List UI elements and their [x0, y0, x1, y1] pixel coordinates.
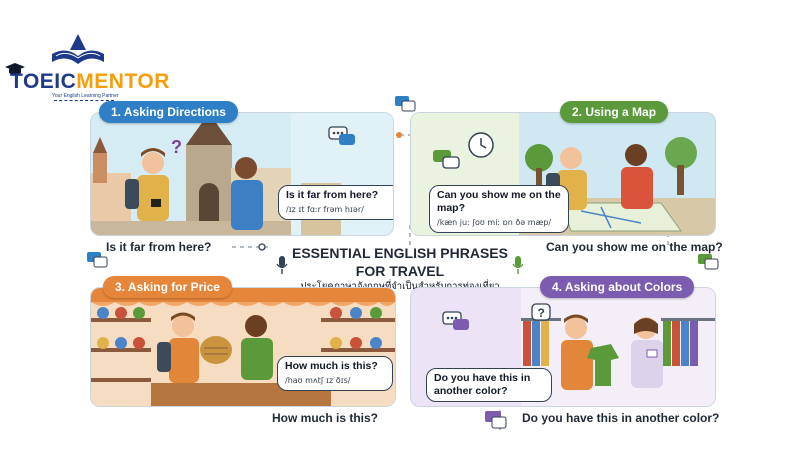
chat-bubbles-icon	[442, 311, 469, 330]
chat-icon-colors	[485, 411, 507, 429]
section-label-directions: 1. Asking Directions	[99, 101, 238, 123]
panel-asking-for-price: How much is this? /haʊ mʌtʃ ɪz ðɪs/	[90, 287, 396, 407]
svg-text:?: ?	[171, 137, 182, 157]
microphone-icon	[276, 256, 288, 274]
speech-bubble-map: Can you show me on the map? /kæn juː ʃoʊ…	[429, 185, 569, 233]
chat-icon-map-right	[698, 254, 719, 270]
chat-bubbles-icon	[328, 126, 355, 145]
scene-old-town-illustration: ?	[91, 113, 393, 235]
microphone-icon-right	[512, 256, 524, 274]
bubble-ipa-directions: /ɪz ɪt fɑːr frəm hɪər/	[286, 205, 364, 214]
logo-wordmark: TOEICMENTOR	[10, 70, 170, 94]
bubble-text-price: How much is this?	[285, 360, 378, 372]
scene-clothing-store-illustration	[411, 288, 715, 406]
caption-directions: Is it far from here?	[106, 240, 212, 254]
panel-using-a-map: Can you show me on the map? /kæn juː ʃoʊ…	[410, 112, 716, 236]
section-label-colors: 4. Asking about Colors	[540, 276, 695, 298]
svg-text:?: ?	[538, 306, 545, 320]
caption-colors: Do you have this in another color?	[522, 411, 720, 425]
scene-map-illustration	[411, 113, 715, 235]
logo-part-toeic: TOEIC	[10, 70, 77, 93]
center-title: ESSENTIAL ENGLISH PHRASES FOR TRAVEL	[285, 244, 515, 280]
center-title-line1: ESSENTIAL ENGLISH PHRASES	[291, 245, 508, 261]
bubble-text-directions: Is it far from here?	[286, 189, 379, 201]
bubble-ipa-price: /haʊ mʌtʃ ɪz ðɪs/	[285, 376, 351, 385]
question-bubble-icon: ?	[531, 303, 551, 321]
center-subtitle-thai: ประโยคภาษาอังกฤษที่จำเป็นสำหรับการท่องเท…	[300, 281, 500, 292]
speech-bubble-colors: Do you have this in another color?	[426, 368, 552, 402]
panel-asking-directions: ? Is it far from here? /ɪz ɪt fɑːr frəm …	[90, 112, 394, 236]
chat-icon-directions	[87, 252, 108, 268]
speech-bubble-price: How much is this? /haʊ mʌtʃ ɪz ðɪs/	[277, 356, 393, 391]
logo-part-mentor: MENTOR	[76, 70, 170, 93]
section-label-price: 3. Asking for Price	[103, 276, 232, 298]
logo-tagline: Your English Learning Partner	[52, 93, 119, 99]
bubble-ipa-map: /kæn juː ʃoʊ miː ɒn ðə mæp/	[437, 218, 552, 227]
scene-market-illustration	[91, 288, 395, 406]
speech-bubble-directions: Is it far from here? /ɪz ɪt fɑːr frəm hɪ…	[278, 185, 393, 220]
section-label-map: 2. Using a Map	[560, 101, 669, 123]
caption-map: Can you show me on the map?	[546, 240, 723, 254]
panel-asking-about-colors: Do you have this in another color? ?	[410, 287, 716, 407]
brand-logo: TOEICMENTOR Your English Learning Partne…	[4, 28, 169, 101]
chat-bubbles-icon	[433, 150, 460, 169]
chat-icon-map	[395, 96, 416, 112]
bubble-text-map: Can you show me on the map?	[437, 189, 561, 214]
bubble-text-colors: Do you have this in another color?	[434, 372, 531, 397]
center-title-line2: FOR TRAVEL	[355, 263, 445, 279]
book-icon	[52, 34, 104, 64]
caption-price: How much is this?	[272, 411, 379, 425]
graduation-cap-icon	[5, 63, 25, 75]
